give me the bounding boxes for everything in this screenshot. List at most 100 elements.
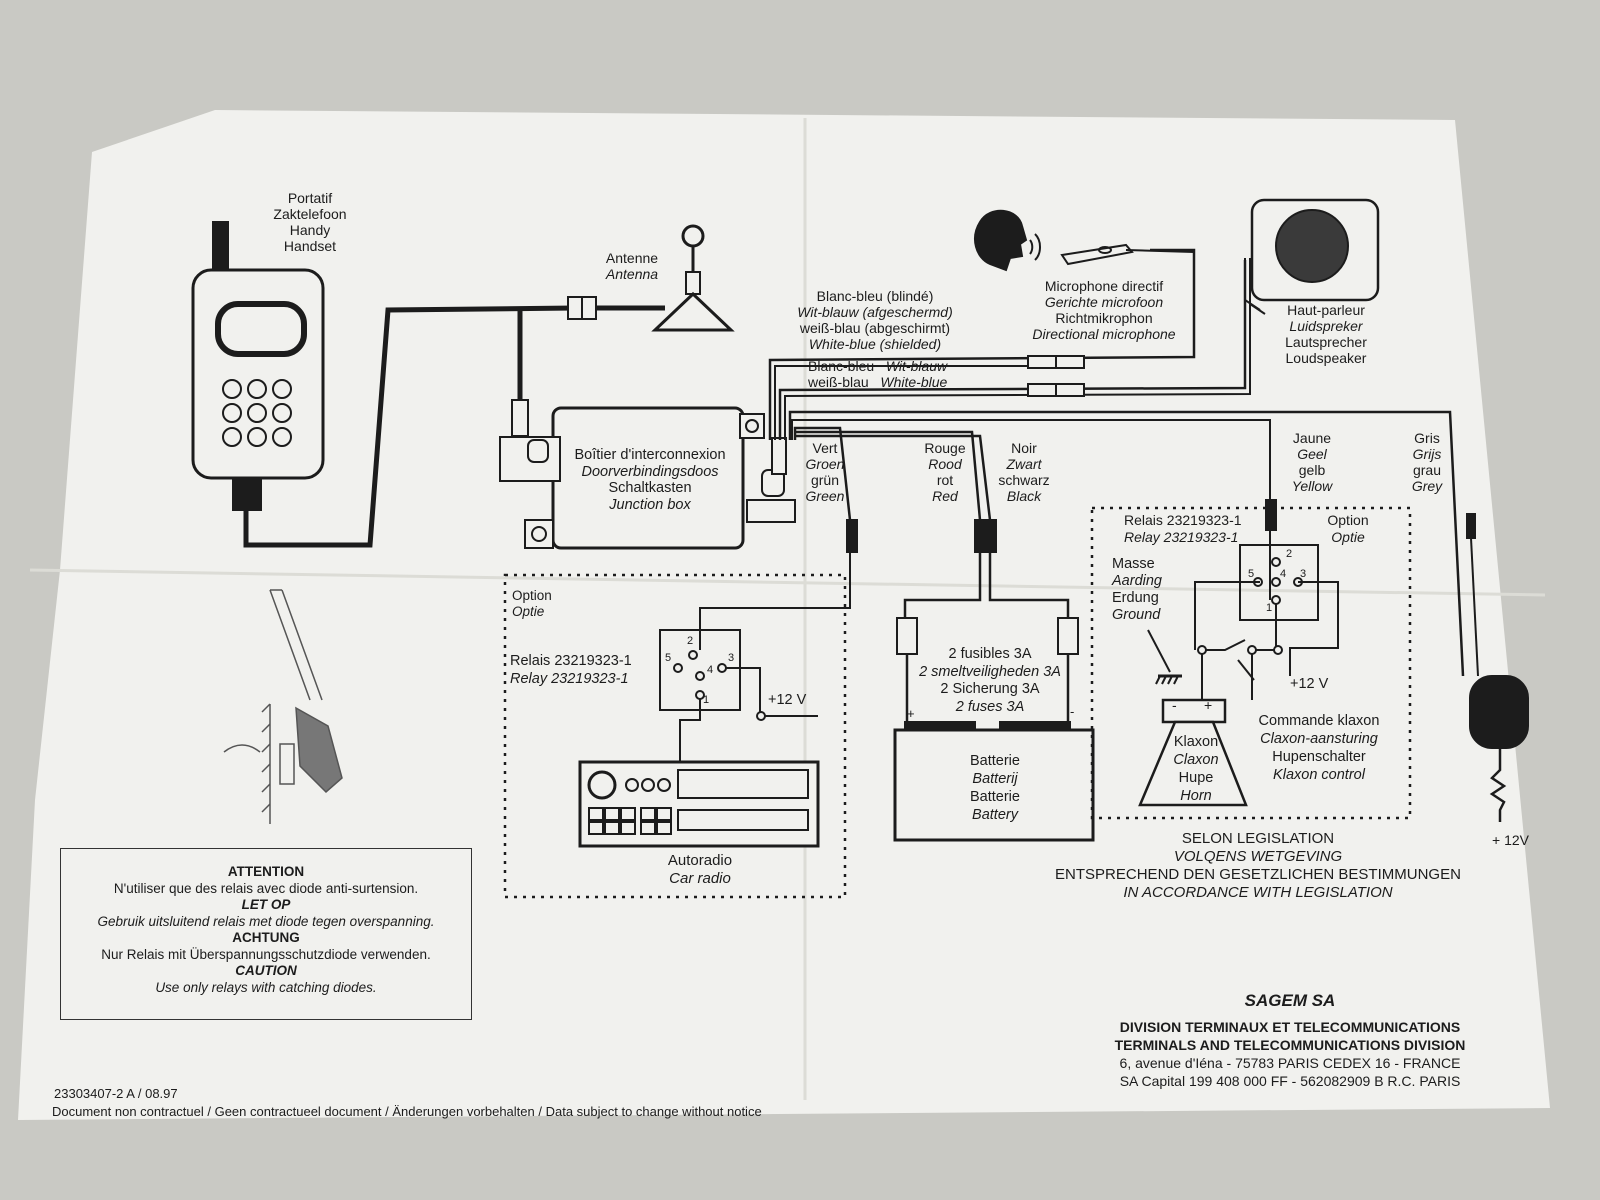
cable-shielded-de: weiß-blau (abgeschirmt) <box>799 320 951 336</box>
company-capital: SA Capital 199 408 000 FF - 562082909 B … <box>1119 1073 1461 1089</box>
cable-shielded-label: Blanc-bleu (blindé) Wit-blauw (afgescher… <box>780 288 970 352</box>
wire-green-en: Green <box>805 488 845 504</box>
handset-label-en: Handset <box>283 238 337 254</box>
wire-black-label: Noir Zwart schwarz Black <box>992 440 1056 504</box>
fuses-label-fr: 2 fusibles 3A <box>948 646 1032 662</box>
car-radio-label-fr: Autoradio <box>667 852 733 869</box>
cable-speaker-de: weiß-blau <box>808 374 869 390</box>
horn-option-label: Option Optie <box>1320 512 1376 546</box>
wire-green-label: Vert Groen grün Green <box>800 440 850 504</box>
handset-label-de: Handy <box>289 222 331 238</box>
microphone-label-de: Richtmikrophon <box>1055 310 1153 326</box>
relay-horn-label-fr: Relais 23219323-1 <box>1124 512 1242 528</box>
fuses-label-de: 2 Sicherung 3A <box>940 681 1040 697</box>
relay-horn-12v: +12 V <box>1290 676 1329 692</box>
disclaimer: Document non contractuel / Geen contract… <box>52 1104 762 1119</box>
legislation-label: SELON LEGISLATION VOLQENS WETGEVING ENTS… <box>1030 830 1486 902</box>
handset-label-fr: Portatif <box>287 190 333 206</box>
paper-fold-horizontal <box>29 568 1546 597</box>
company-division-fr: DIVISION TERMINAUX ET TELECOMMUNICATIONS <box>1119 1019 1461 1035</box>
wire-red-en: Red <box>932 488 958 504</box>
horn-plus: + <box>1204 697 1213 713</box>
horn-label: Klaxon Claxon Hupe Horn <box>1164 733 1228 805</box>
horn-option-fr: Option <box>1327 512 1369 528</box>
horn-option-nl: Optie <box>1331 529 1365 545</box>
company-address: 6, avenue d'Iéna - 75783 PARIS CEDEX 16 … <box>1119 1055 1461 1071</box>
wire-yellow-fr: Jaune <box>1292 430 1332 446</box>
legislation-fr: SELON LEGISLATION <box>1181 830 1335 847</box>
battery-label-de: Batterie <box>970 789 1020 805</box>
legislation-nl: VOLQENS WETGEVING <box>1173 848 1343 865</box>
handset-label: Portatif Zaktelefoon Handy Handset <box>262 190 358 254</box>
relay-horn-pin-4: 4 <box>1280 568 1287 580</box>
battery-label-nl: Batterij <box>972 771 1018 787</box>
relay-radio-pin-2: 2 <box>687 635 694 647</box>
company-division-en: TERMINALS AND TELECOMMUNICATIONS DIVISIO… <box>1114 1037 1466 1053</box>
ground-label-fr: Masse <box>1112 556 1155 572</box>
relay-radio-label: Relais 23219323-1 Relay 23219323-1 <box>510 652 632 688</box>
car-radio-icon <box>578 760 820 848</box>
wire-red-nl: Rood <box>928 456 962 472</box>
fuses-label-en: 2 fuses 3A <box>955 698 1025 715</box>
junction-box-icon <box>499 406 796 550</box>
microphone-label: Microphone directif Gerichte microfoon R… <box>1022 278 1186 342</box>
speaking-person-icon <box>974 209 1042 272</box>
wire-black-nl: Zwart <box>1006 456 1042 472</box>
ground-label-en: Ground <box>1112 607 1161 623</box>
legislation-en: IN ACCORDANCE WITH LEGISLATION <box>1123 884 1393 901</box>
wire-grey-en: Grey <box>1411 478 1443 494</box>
relay-horn-pin-5: 5 <box>1248 568 1255 580</box>
wire-grey-fr: Gris <box>1414 430 1440 446</box>
fuses-label-nl: 2 smeltveiligheden 3A <box>919 663 1061 680</box>
wire-yellow-de: gelb <box>1298 462 1326 478</box>
horn-control-label: Commande klaxon Claxon-aansturing Hupens… <box>1246 712 1392 784</box>
wire-black-de: schwarz <box>998 472 1050 488</box>
horn-label-nl: Claxon <box>1173 752 1219 768</box>
ground-label-nl: Aarding <box>1112 573 1162 589</box>
ignition-12v-label: + 12V <box>1492 832 1529 848</box>
option-area-horn <box>1090 506 1412 820</box>
legislation-de: ENTSPRECHEND DEN GESETZLICHEN BESTIMMUNG… <box>1055 866 1461 883</box>
relay-radio-pin-5: 5 <box>665 652 672 664</box>
antenna-icon <box>651 224 735 332</box>
fuses-label: 2 fusibles 3A 2 smeltveiligheden 3A 2 Si… <box>910 646 1070 716</box>
ground-icon <box>1147 629 1182 685</box>
junction-box-label-en: Junction box <box>609 496 691 513</box>
ignition-key-icon <box>1466 513 1529 822</box>
wire-green-de: grün <box>810 472 840 488</box>
relay-horn-label: Relais 23219323-1 Relay 23219323-1 <box>1124 512 1242 546</box>
paper-sheet <box>18 110 1550 1120</box>
relay-radio-pin-1: 1 <box>703 694 710 706</box>
attention-heading-de: ACHTUNG <box>232 930 300 945</box>
junction-box-label: Boîtier d'interconnexion Doorverbindings… <box>560 447 740 513</box>
wire-grey-de: grau <box>1412 462 1442 478</box>
relay-horn-pin-1: 1 <box>1266 602 1273 614</box>
ground-label-de: Erdung <box>1112 590 1159 606</box>
speaker-label-fr: Haut-parleur <box>1287 302 1365 318</box>
cable-speaker-label: Blanc-bleu Wit-blauw weiß-blau White-blu… <box>808 358 947 390</box>
relay-horn-pin-3: 3 <box>1300 568 1307 580</box>
attention-text-fr: N'utiliser que des relais avec diode ant… <box>113 880 419 896</box>
battery-icon <box>893 721 1095 842</box>
attention-heading-nl: LET OP <box>241 897 291 912</box>
wire-grey-label: Gris Grijs grau Grey <box>1402 430 1452 494</box>
attention-text-de: Nur Relais mit Überspannungsschutzdiode … <box>101 946 431 962</box>
wire-grey-nl: Grijs <box>1412 446 1442 462</box>
wire-red-fr: Rouge <box>924 440 966 456</box>
microphone-label-nl: Gerichte microfoon <box>1044 294 1164 310</box>
wire-red-label: Rouge Rood rot Red <box>915 440 975 504</box>
cable-shielded-nl: Wit-blauw (afgeschermd) <box>797 304 953 320</box>
document-reference: 23303407-2 A / 08.97 <box>54 1086 178 1101</box>
battery-label: Batterie Batterij Batterie Battery <box>950 752 1040 824</box>
antenna-label: Antenne Antenna <box>596 250 668 282</box>
microphone-icon <box>1060 243 1195 266</box>
attention-box: ATTENTION N'utiliser que des relais avec… <box>60 848 472 1020</box>
relay-radio-label-en: Relay 23219323-1 <box>510 671 629 687</box>
speaker-label-de: Lautsprecher <box>1285 334 1367 350</box>
antenna-label-en: Antenna <box>605 266 659 282</box>
cable-speaker-nl: Wit-blauw <box>885 358 948 374</box>
relay-horn-label-en: Relay 23219323-1 <box>1124 529 1239 545</box>
horn-control-en: Klaxon control <box>1273 767 1365 783</box>
wire-yellow-label: Jaune Geel gelb Yellow <box>1282 430 1342 494</box>
